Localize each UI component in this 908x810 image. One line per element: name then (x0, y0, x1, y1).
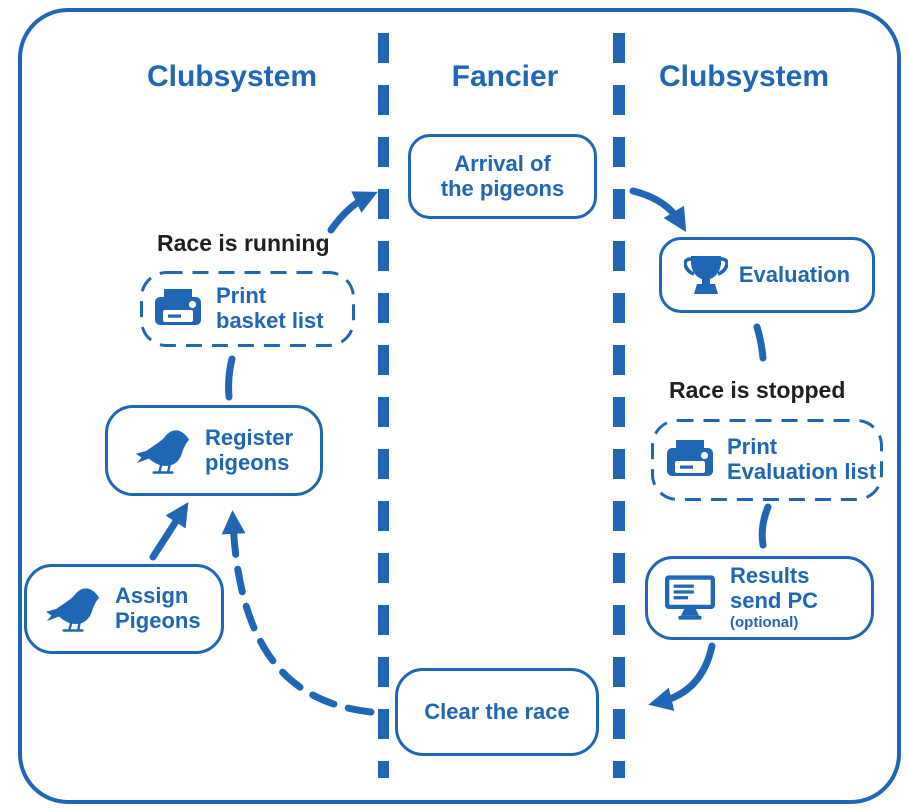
node-clear-the-race: Clear the race (395, 668, 599, 756)
node-print-evaluation-line1: Print (727, 434, 778, 460)
column-divider-right (613, 33, 625, 778)
node-assign-pigeons: Assign Pigeons (24, 564, 224, 654)
column-header-clubsystem-left: Clubsystem (146, 60, 318, 93)
node-assign-line2: Pigeons (115, 608, 201, 633)
printer-icon (155, 289, 201, 329)
arrow-clear-to-register-dashed (221, 510, 375, 716)
node-results-line1: Results (730, 563, 810, 589)
node-evaluation: Evaluation (659, 237, 875, 313)
column-divider-left (378, 33, 389, 778)
arrow-results-to-clear (648, 642, 716, 711)
node-evaluation-label: Evaluation (738, 261, 851, 287)
arrow-race-running-to-arrival (327, 191, 378, 234)
node-results-optional-note: (optional) (730, 613, 799, 631)
node-arrival-line1: Arrival of (454, 150, 551, 176)
node-arrival-line2: the pigeons (440, 175, 565, 201)
race-running-label: Race is running (157, 230, 330, 256)
printer-icon (667, 440, 713, 480)
monitor-icon (665, 575, 715, 621)
node-register-line2: pigeons (205, 449, 290, 475)
node-print-basket-line2: basket list (216, 308, 324, 333)
connector-evaluation-to-race-stopped (753, 323, 767, 362)
pigeon-icon (44, 584, 102, 634)
node-print-evaluation-list: Print Evaluation list (652, 420, 882, 500)
print-basket-dashed-outline (140, 271, 355, 347)
arrow-assign-to-register (149, 501, 189, 561)
node-results-send-pc: Results send PC (optional) (645, 556, 874, 640)
node-print-basket-list: Print basket list (141, 272, 354, 346)
trophy-icon (683, 254, 728, 296)
node-results-line2: send PC (730, 588, 819, 614)
node-clear-label: Clear the race (424, 698, 570, 724)
pigeon-icon (134, 426, 192, 476)
connector-print-basket-to-register (225, 355, 236, 401)
node-print-evaluation-line2: Evaluation list (727, 459, 877, 484)
node-assign-line1: Assign (115, 583, 189, 609)
connector-print-evaluation-to-results (758, 503, 772, 549)
print-evaluation-dashed-outline (651, 419, 883, 501)
node-arrival: Arrival of the pigeons (408, 134, 597, 219)
column-header-fancier: Fancier (451, 60, 559, 93)
node-register-pigeons: Register pigeons (105, 405, 323, 496)
column-header-clubsystem-right: Clubsystem (658, 60, 830, 93)
arrow-arrival-to-evaluation (629, 187, 687, 233)
node-print-basket-line1: Print (216, 283, 267, 309)
race-stopped-label: Race is stopped (669, 377, 846, 403)
outer-border (18, 8, 901, 804)
node-register-line1: Register (205, 424, 294, 450)
